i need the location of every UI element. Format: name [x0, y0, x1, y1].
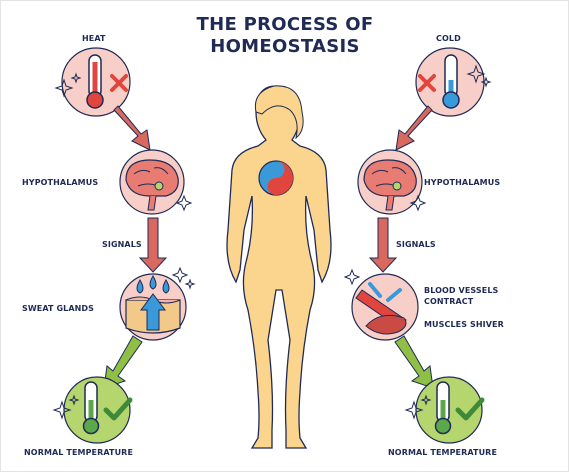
label-sweat-glands: SWEAT GLANDS: [22, 304, 95, 313]
hypothalamus-node-right: [357, 149, 427, 215]
sparkle-icon: [171, 266, 196, 290]
brain-icon: [125, 159, 179, 211]
sparkle-icon: [466, 64, 492, 88]
sparkle-icon: [175, 194, 193, 212]
thermometer-icon: [82, 381, 100, 435]
check-icon: [455, 397, 485, 421]
human-body-figure: [226, 85, 332, 449]
label-hypothalamus-left: HYPOTHALAMUS: [22, 178, 99, 187]
label-hypothalamus-right: HYPOTHALAMUS: [424, 178, 501, 187]
water-drop-icon: [136, 275, 170, 294]
normal-temperature-node-right: [404, 376, 485, 444]
label-cold: COLD: [436, 34, 461, 43]
sparkle-icon: [404, 394, 432, 420]
sweat-glands-node: [119, 266, 196, 341]
blood-vessels-node: [343, 268, 419, 341]
arrow-cold-to-hypothalamus: [395, 105, 433, 151]
label-normal-temperature-right: NORMAL TEMPERATURE: [388, 448, 498, 457]
sparkle-icon: [52, 394, 80, 420]
label-blood-vessels: BLOOD VESSELS: [424, 286, 499, 295]
arrow-to-normal-right: [394, 335, 434, 389]
hypothalamus-node-left: [119, 149, 193, 215]
thermometer-icon: [442, 54, 460, 109]
label-contract: CONTRACT: [424, 297, 474, 306]
label-signals-right: SIGNALS: [396, 240, 436, 249]
title-line-1: THE PROCESS OF: [196, 14, 374, 35]
normal-temperature-node-left: [52, 376, 133, 444]
x-icon: [110, 74, 128, 92]
arrow-heat-to-hypothalamus: [113, 105, 151, 151]
sparkle-icon: [343, 268, 361, 286]
thermometer-icon: [434, 381, 452, 435]
heat-node: [54, 47, 131, 117]
diagram-title: THE PROCESS OF HOMEOSTASIS: [150, 14, 420, 58]
label-signals-left: SIGNALS: [102, 240, 142, 249]
arrow-signals-right: [368, 217, 398, 273]
title-line-2: HOMEOSTASIS: [210, 36, 360, 57]
sparkle-icon: [54, 72, 82, 98]
label-muscles-shiver: MUSCLES SHIVER: [424, 320, 504, 329]
thermometer-icon: [86, 54, 104, 109]
brain-icon: [363, 159, 417, 211]
yin-yang-icon: [258, 160, 294, 196]
label-heat: HEAT: [82, 34, 106, 43]
cold-node: [415, 47, 492, 117]
check-icon: [103, 397, 133, 421]
arrow-signals-left: [138, 217, 168, 273]
sparkle-icon: [409, 194, 427, 212]
label-normal-temperature-left: NORMAL TEMPERATURE: [24, 448, 134, 457]
x-icon: [418, 74, 436, 92]
